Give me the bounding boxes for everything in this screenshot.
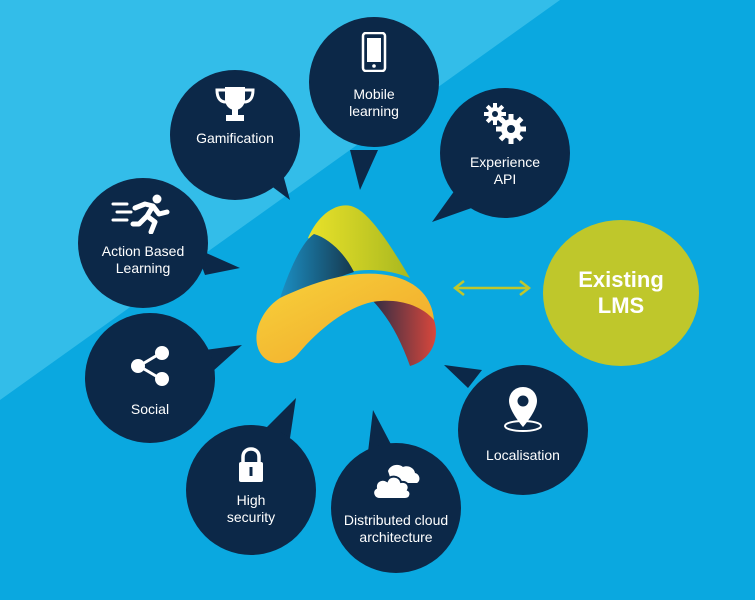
node-action-based-learning: Action Based Learning bbox=[78, 178, 208, 308]
node-label: Localisation bbox=[486, 447, 560, 463]
node-gamification: Gamification bbox=[170, 70, 300, 200]
node-label: Social bbox=[130, 401, 170, 417]
existing-lms-node: Existing LMS bbox=[543, 220, 699, 366]
node-distributed-cloud: Distributed cloud architecture bbox=[331, 443, 461, 573]
cloud-icon bbox=[331, 463, 461, 501]
existing-lms-label: Existing LMS bbox=[578, 267, 664, 318]
node-high-security: High security bbox=[186, 425, 316, 555]
padlock-icon bbox=[186, 447, 316, 483]
double-arrow-icon bbox=[452, 280, 532, 296]
node-label: Mobile learning bbox=[349, 86, 399, 119]
map-pin-icon bbox=[458, 385, 588, 433]
node-experience-api: Experience API bbox=[440, 88, 570, 218]
smartphone-icon bbox=[309, 32, 439, 72]
node-label: Action Based Learning bbox=[101, 243, 185, 276]
node-mobile-learning: Mobile learning bbox=[309, 17, 439, 147]
gears-icon bbox=[440, 102, 570, 144]
node-label: Distributed cloud architecture bbox=[343, 512, 449, 545]
running-person-icon bbox=[78, 194, 208, 234]
trophy-icon bbox=[170, 85, 300, 123]
center-logo bbox=[256, 205, 436, 366]
node-label: Gamification bbox=[196, 130, 274, 146]
node-label: High security bbox=[226, 492, 276, 525]
share-icon bbox=[85, 345, 215, 387]
node-localisation: Localisation bbox=[458, 365, 588, 495]
node-label: Experience API bbox=[469, 154, 541, 187]
node-social: Social bbox=[85, 313, 215, 443]
